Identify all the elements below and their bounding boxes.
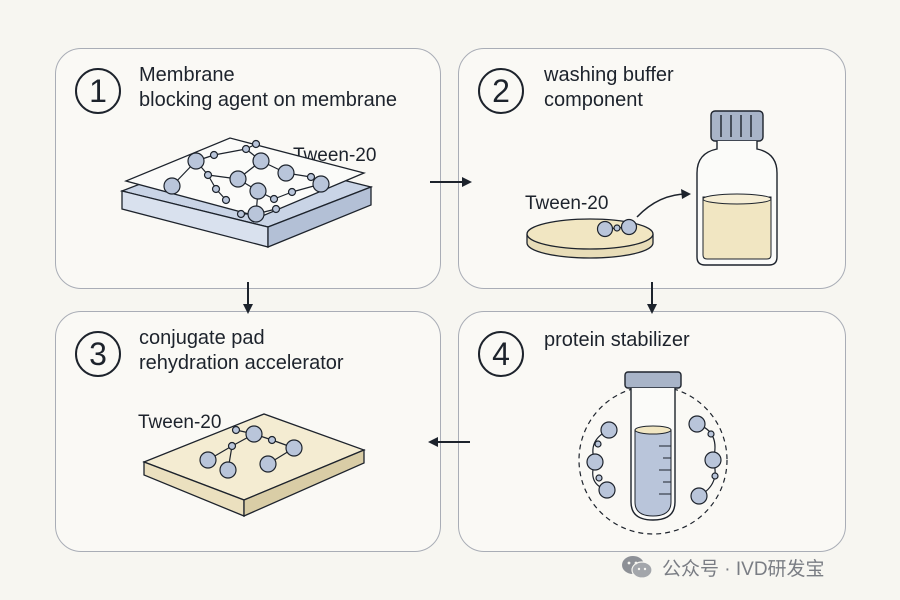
step-4-panel: 4 protein stabilizer <box>458 311 846 552</box>
protein-stabilizer-illustration <box>578 371 728 535</box>
step-2-panel: 2 washing buffer component Tween-20 <box>458 48 846 289</box>
step-3-tween-label: Tween-20 <box>138 412 222 433</box>
step-2-title-line2: component <box>544 89 643 111</box>
test-tube-icon <box>624 371 682 521</box>
conjugate-pad-illustration <box>142 413 366 517</box>
step-1-title: Membrane blocking agent on membrane <box>139 63 397 113</box>
step-2-tween-label: Tween-20 <box>525 193 609 214</box>
step-1-title-line2: blocking agent on membrane <box>139 89 397 111</box>
step-2-title: washing buffer component <box>544 63 674 113</box>
step-3-title: conjugate pad rehydration accelerator <box>139 326 344 376</box>
step-1-number: 1 <box>75 68 121 114</box>
step-4-title-line1: protein stabilizer <box>544 329 690 351</box>
step-3-title-line1: conjugate pad <box>139 327 265 349</box>
step-4-title: protein stabilizer <box>544 328 690 353</box>
tween-molecule-network <box>163 139 330 223</box>
protein-chain-left <box>586 421 618 499</box>
protein-chain-right <box>688 415 722 505</box>
step-1-title-line1: Membrane <box>139 64 235 86</box>
reagent-bottle-icon <box>696 110 778 266</box>
step-3-panel: 3 conjugate pad rehydration accelerator … <box>55 311 441 552</box>
watermark-text: 公众号 · IVD研发宝 <box>662 558 825 580</box>
step-2-number: 2 <box>478 68 524 114</box>
step-3-number: 3 <box>75 331 121 377</box>
washing-buffer-illustration <box>526 110 778 266</box>
arrow-down-right <box>647 282 657 314</box>
wechat-logo-icon <box>622 556 653 579</box>
arrow-right <box>430 177 472 187</box>
step-3-title-line2: rehydration accelerator <box>139 352 344 374</box>
arrow-left <box>428 437 470 447</box>
transfer-arrow <box>636 193 688 218</box>
membrane-illustration <box>119 137 374 248</box>
arrow-down-left <box>243 282 253 314</box>
step-1-panel: 1 Membrane blocking agent on membrane Tw… <box>55 48 441 289</box>
step-4-number: 4 <box>478 331 524 377</box>
tween-molecule-network <box>199 425 303 479</box>
watermark: 公众号 · IVD研发宝 <box>620 553 825 581</box>
dashed-boundary <box>578 385 728 535</box>
tween-molecule <box>596 218 638 238</box>
step-2-title-line1: washing buffer <box>544 64 674 86</box>
